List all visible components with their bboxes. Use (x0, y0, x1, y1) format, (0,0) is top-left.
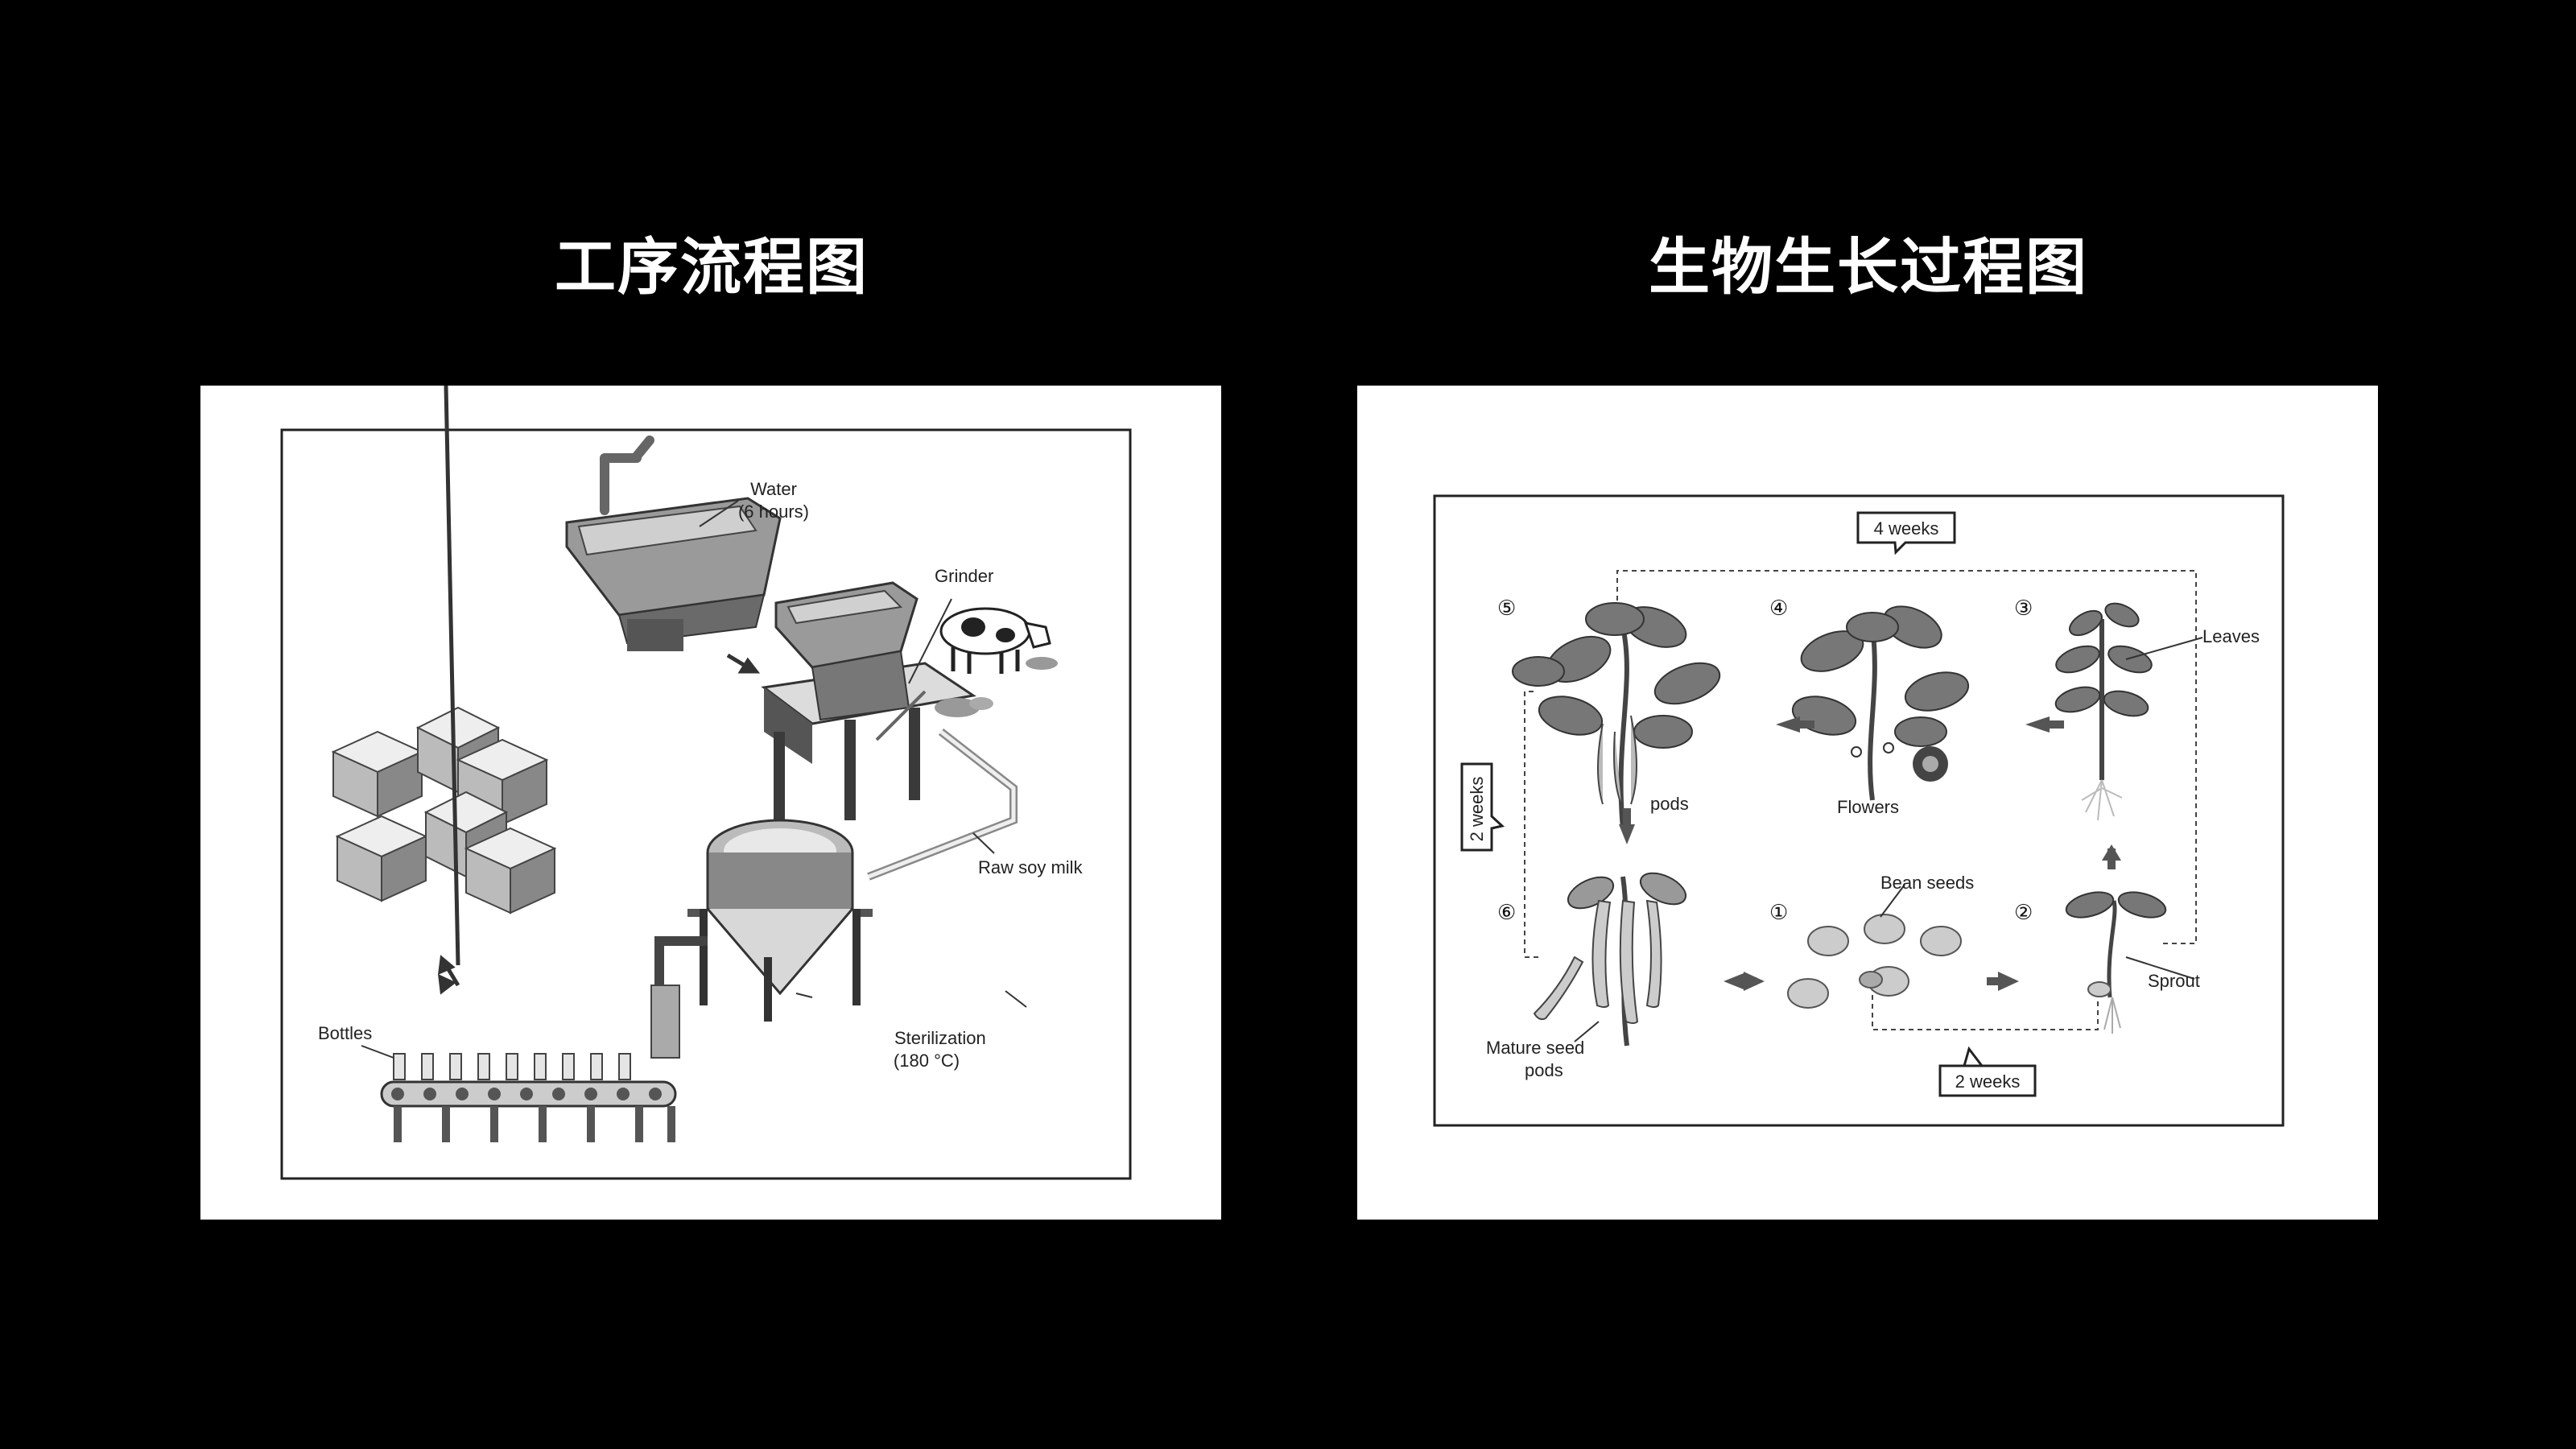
bottles-row (393, 1053, 631, 1080)
svg-text:2 weeks: 2 weeks (1467, 777, 1487, 842)
label-raw-soy-milk: Raw soy milk (978, 857, 1084, 877)
plant-stage-4-flowers (1791, 605, 1970, 801)
process-diagram-figure: Water (6 hours) Grinder Raw soy milk Ste… (280, 386, 1132, 1180)
soaking-tank-illustration (565, 436, 782, 651)
process-diagram-heading: 工序流程图 (555, 231, 869, 303)
label-water-time: (6 hours) (738, 502, 809, 522)
duration-left-callout: 2 weeks (1460, 762, 1505, 852)
growth-diagram-heading: 生物生长过程图 (1649, 231, 2088, 303)
bottling-conveyor-illustration (380, 1053, 677, 1142)
duration-top-callout: 4 weeks (1856, 511, 1956, 555)
duration-bottom-callout: 2 weeks (1938, 1046, 2037, 1097)
plant-stage-2-sprout (2065, 891, 2167, 1034)
label-sterilization: Sterilization (894, 1028, 986, 1048)
sterilization-tank-illustration (650, 819, 873, 1059)
svg-text:2 weeks: 2 weeks (1955, 1071, 2021, 1092)
growth-diagram-panel: 4 weeks 2 weeks 2 weeks (1357, 386, 2378, 1220)
plant-stage-3-leaves (2054, 602, 2153, 821)
label-bean-seeds: Bean seeds (1880, 873, 1974, 893)
milk-pipe (867, 729, 1018, 881)
growth-flow-arrows (1619, 716, 2121, 991)
grinder-illustration (761, 581, 976, 820)
label-flowers: Flowers (1837, 797, 1899, 817)
process-diagram-frame (280, 428, 1132, 1180)
stage-number-1: ① (1769, 901, 1788, 925)
conveyor-rollers (391, 1088, 662, 1100)
label-leaves: Leaves (2202, 626, 2260, 646)
plant-stage-6-mature-pods (1533, 872, 1687, 1046)
stage-number-5: ⑤ (1497, 597, 1516, 621)
stage-number-4: ④ (1769, 597, 1788, 621)
label-pods: pods (1650, 794, 1689, 814)
label-mature-pods: pods (1525, 1060, 1563, 1080)
svg-text:4 weeks: 4 weeks (1874, 518, 1939, 539)
growth-diagram-figure: 4 weeks 2 weeks 2 weeks (1433, 494, 2285, 1127)
label-sterilization-temp: (180 °C) (894, 1051, 960, 1071)
packaged-boxes-illustration (331, 706, 557, 914)
cow-illustration (935, 607, 1058, 717)
label-mature-seed: Mature seed (1486, 1038, 1584, 1058)
label-sprout: Sprout (2148, 971, 2200, 991)
process-diagram-panel: Water (6 hours) Grinder Raw soy milk Ste… (200, 386, 1221, 1220)
label-bottles: Bottles (318, 1023, 372, 1043)
stage-number-3: ③ (2014, 597, 2033, 621)
growth-diagram-frame (1433, 494, 2285, 1127)
process-flow-arrows (437, 386, 761, 995)
stage-number-6: ⑥ (1497, 901, 1516, 925)
bean-seeds-illustration (1787, 914, 1962, 1009)
plant-stage-5-pods (1512, 602, 1721, 829)
stage-number-2: ② (2014, 901, 2033, 925)
label-water: Water (750, 479, 797, 499)
duration-brackets (1524, 570, 2197, 1030)
label-grinder: Grinder (935, 566, 993, 586)
